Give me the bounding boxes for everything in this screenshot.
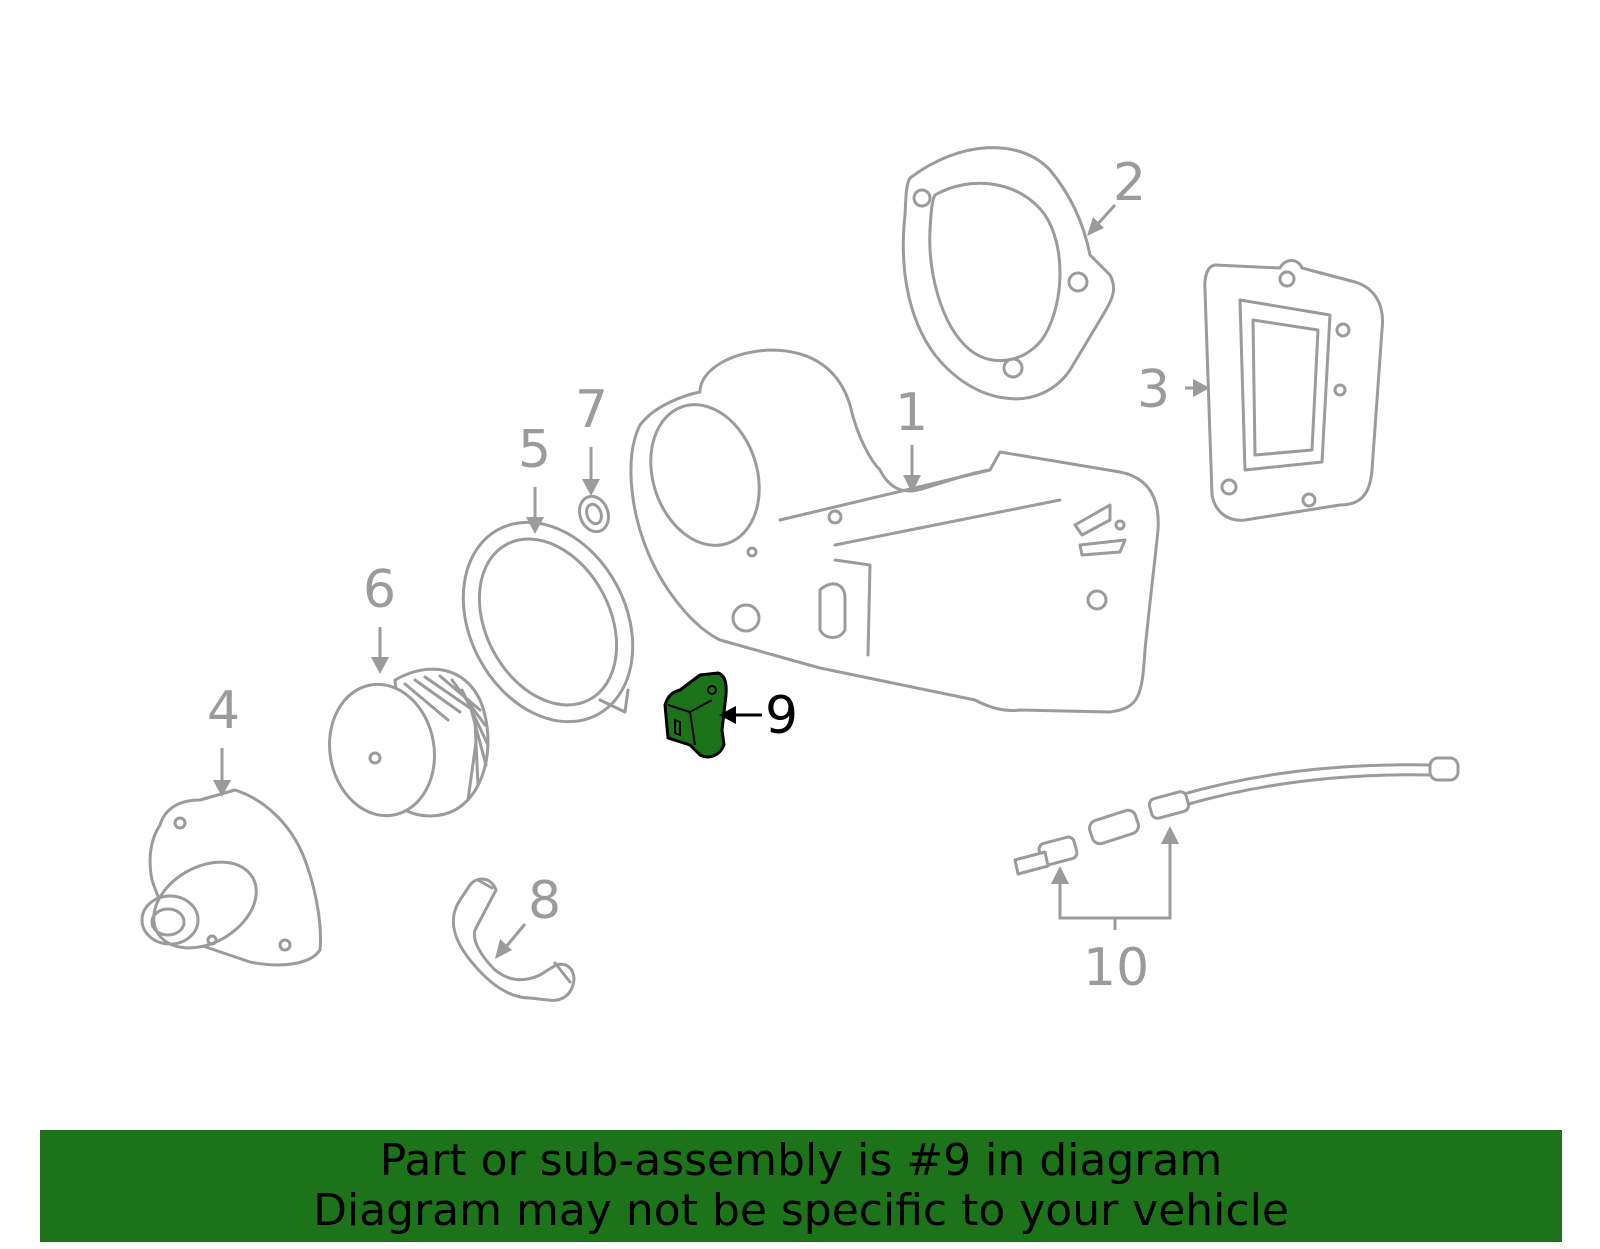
part-1-blower-housing bbox=[629, 348, 1160, 714]
callout-3: 3 bbox=[1137, 360, 1210, 420]
banner-line-2: Diagram may not be specific to your vehi… bbox=[313, 1185, 1289, 1236]
part-9-resistor-highlighted bbox=[663, 671, 728, 759]
callout-label: 6 bbox=[363, 560, 396, 620]
part-7-o-ring bbox=[577, 494, 611, 534]
part-2-flange bbox=[901, 146, 1116, 401]
callout-1: 1 bbox=[895, 383, 928, 493]
callout-label: 10 bbox=[1083, 938, 1149, 998]
callout-4: 4 bbox=[207, 681, 240, 797]
callout-label: 3 bbox=[1137, 360, 1170, 420]
part-4-blower-motor bbox=[140, 788, 322, 967]
info-banner: Part or sub-assembly is #9 in diagram Di… bbox=[40, 1130, 1562, 1242]
callout-label: 8 bbox=[528, 871, 561, 931]
callout-2: 2 bbox=[1087, 153, 1146, 236]
callout-5: 5 bbox=[518, 420, 551, 534]
banner-line-1: Part or sub-assembly is #9 in diagram bbox=[379, 1135, 1223, 1186]
parts-diagram: 1 2 3 4 5 6 7 8 9 bbox=[140, 146, 1460, 1002]
part-8-hose bbox=[451, 877, 576, 1002]
part-10-harness bbox=[1013, 756, 1460, 876]
callout-10: 10 bbox=[1051, 826, 1179, 998]
callout-label: 5 bbox=[518, 420, 551, 480]
part-5-ring bbox=[461, 520, 635, 724]
callout-9-selected: 9 bbox=[719, 686, 798, 746]
callout-8: 8 bbox=[495, 871, 561, 959]
callout-6: 6 bbox=[363, 560, 396, 674]
callout-7: 7 bbox=[575, 380, 608, 496]
callout-label-selected: 9 bbox=[765, 686, 798, 746]
callout-label: 4 bbox=[207, 681, 240, 741]
callout-label: 1 bbox=[895, 383, 928, 443]
part-6-blower-wheel bbox=[328, 667, 490, 818]
callout-label: 2 bbox=[1113, 153, 1146, 213]
part-3-frame bbox=[1203, 259, 1385, 522]
callout-label: 7 bbox=[575, 380, 608, 440]
